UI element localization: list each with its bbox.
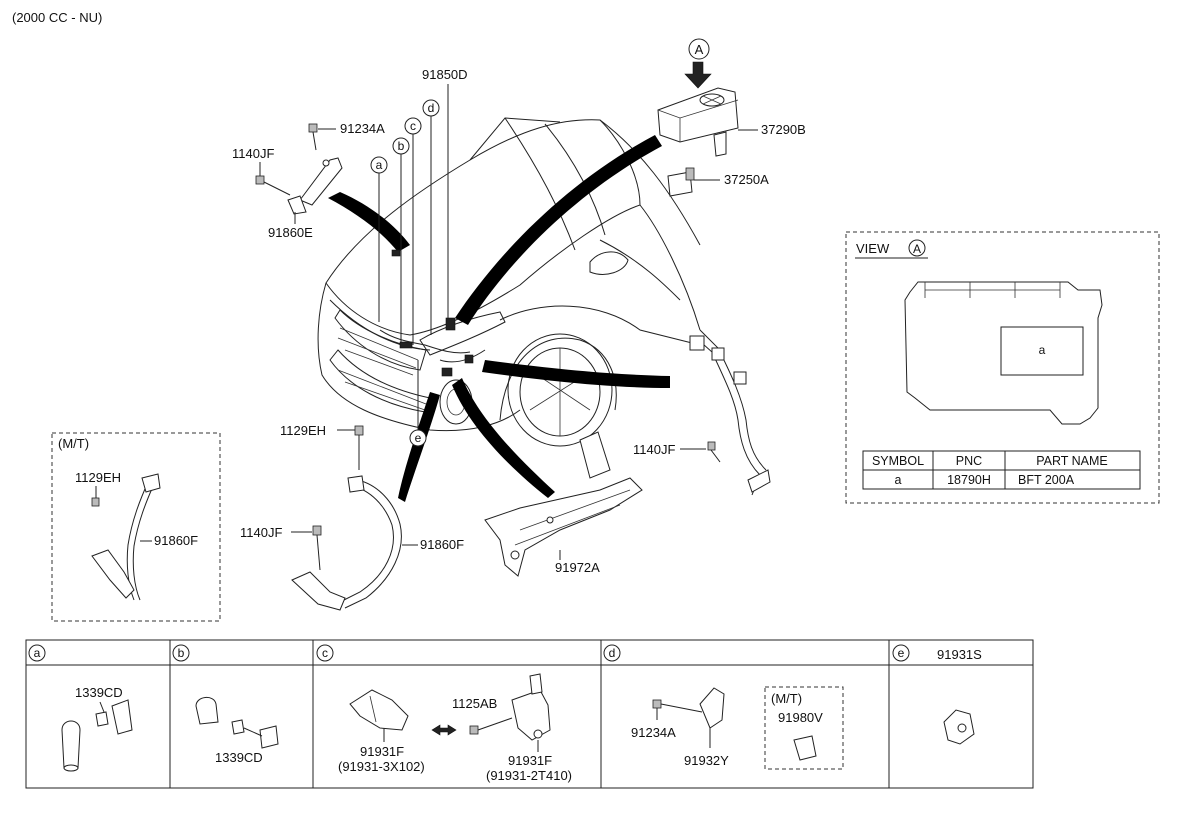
label-91972A: 91972A xyxy=(555,560,600,575)
callout-b-label: b xyxy=(398,139,405,153)
mt-variant-panel: (M/T) 1129EH 91860F xyxy=(51,432,221,622)
view-heading: VIEW xyxy=(856,241,890,256)
callout-a-label: a xyxy=(376,158,383,172)
label-1129EH-mid: 1129EH xyxy=(280,423,326,438)
table-cell-part-name: BFT 200A xyxy=(1018,473,1075,487)
table-cell-symbol: a xyxy=(895,473,902,487)
detail-panel-b: b 1339CD xyxy=(172,644,279,765)
detail-d-label-91980V: 91980V xyxy=(778,710,823,725)
detail-d-label-91234A: 91234A xyxy=(631,725,676,740)
harness-route-bands xyxy=(328,135,670,502)
battery-cable-right: 1140JF xyxy=(633,329,771,496)
label-91860F-mt: 91860F xyxy=(154,533,198,548)
detail-d-symbol: d xyxy=(609,646,616,660)
callout-markers: a b c d e xyxy=(370,99,440,447)
harness-91972A: 91972A xyxy=(484,431,643,577)
view-A-marker-label: A xyxy=(695,42,704,57)
engine-harness-on-vehicle xyxy=(379,249,486,377)
view-A-panel: VIEW A a SYMBOL PNC PART NAME a 18790H B… xyxy=(845,231,1160,504)
detail-d-label-91932Y: 91932Y xyxy=(684,753,729,768)
callout-c-label: c xyxy=(410,119,416,133)
label-37250A: 37250A xyxy=(724,172,769,187)
detail-b-symbol: b xyxy=(178,646,185,660)
label-37290B: 37290B xyxy=(761,122,806,137)
table-header-symbol: SYMBOL xyxy=(872,454,924,468)
mt-title: (M/T) xyxy=(58,436,89,451)
label-91234A-top: 91234A xyxy=(340,121,385,136)
detail-c-symbol: c xyxy=(322,646,328,660)
detail-c-label-pn-2: (91931-2T410) xyxy=(486,768,572,783)
detail-table: a 1339CD b 1339CD c 91931F (91931- xyxy=(25,639,1034,789)
detail-b-label-1339CD: 1339CD xyxy=(215,750,263,765)
label-1140JF-right: 1140JF xyxy=(633,442,675,457)
callout-e-label: e xyxy=(415,431,422,445)
label-1140JF-top: 1140JF xyxy=(232,146,274,161)
detail-panel-d: d 91234A 91932Y (M/T) 91980V xyxy=(603,644,844,770)
detail-c-label-pn-1: (91931-3X102) xyxy=(338,759,425,774)
detail-e-symbol: e xyxy=(898,646,905,660)
detail-c-label-91931F-1: 91931F xyxy=(360,744,404,759)
detail-a-label-1339CD: 1339CD xyxy=(75,685,123,700)
label-1129EH-mt: 1129EH xyxy=(75,470,121,485)
detail-panel-c: c 91931F (91931-3X102) 1125AB 91931F (91… xyxy=(316,644,572,783)
table-header-pnc: PNC xyxy=(956,454,982,468)
detail-a-symbol: a xyxy=(34,646,41,660)
detail-c-label-91931F-2: 91931F xyxy=(508,753,552,768)
detail-e-title-91931S: 91931S xyxy=(937,647,982,662)
view-inner-label: a xyxy=(1039,343,1046,357)
interchangeable-arrow-icon xyxy=(431,724,457,736)
bracket-91860E-group: 91234A 1140JF 91860E xyxy=(232,121,385,240)
detail-d-label-mt: (M/T) xyxy=(771,691,802,706)
label-91850D: 91850D xyxy=(422,67,468,82)
battery-cable-middle: 1129EH 1140JF 91860F xyxy=(240,423,464,611)
view-A-marker-circle xyxy=(688,38,710,60)
table-cell-pnc: 18790H xyxy=(947,473,991,487)
detail-c-label-1125AB: 1125AB xyxy=(452,696,497,711)
detail-panel-e: e 91931S xyxy=(892,644,982,745)
view-arrow-icon xyxy=(684,61,712,89)
label-1140JF-mid: 1140JF xyxy=(240,525,282,540)
engine-spec-title: (2000 CC - NU) xyxy=(12,10,102,25)
label-91860F-mid: 91860F xyxy=(420,537,464,552)
detail-panel-a: a 1339CD xyxy=(28,644,133,772)
callout-d-label: d xyxy=(428,101,435,115)
table-header-part-name: PART NAME xyxy=(1036,454,1108,468)
view-heading-symbol: A xyxy=(913,242,921,256)
label-91860E: 91860E xyxy=(268,225,313,240)
fuse-box-37290B: A 37290B 37250A xyxy=(657,38,806,197)
